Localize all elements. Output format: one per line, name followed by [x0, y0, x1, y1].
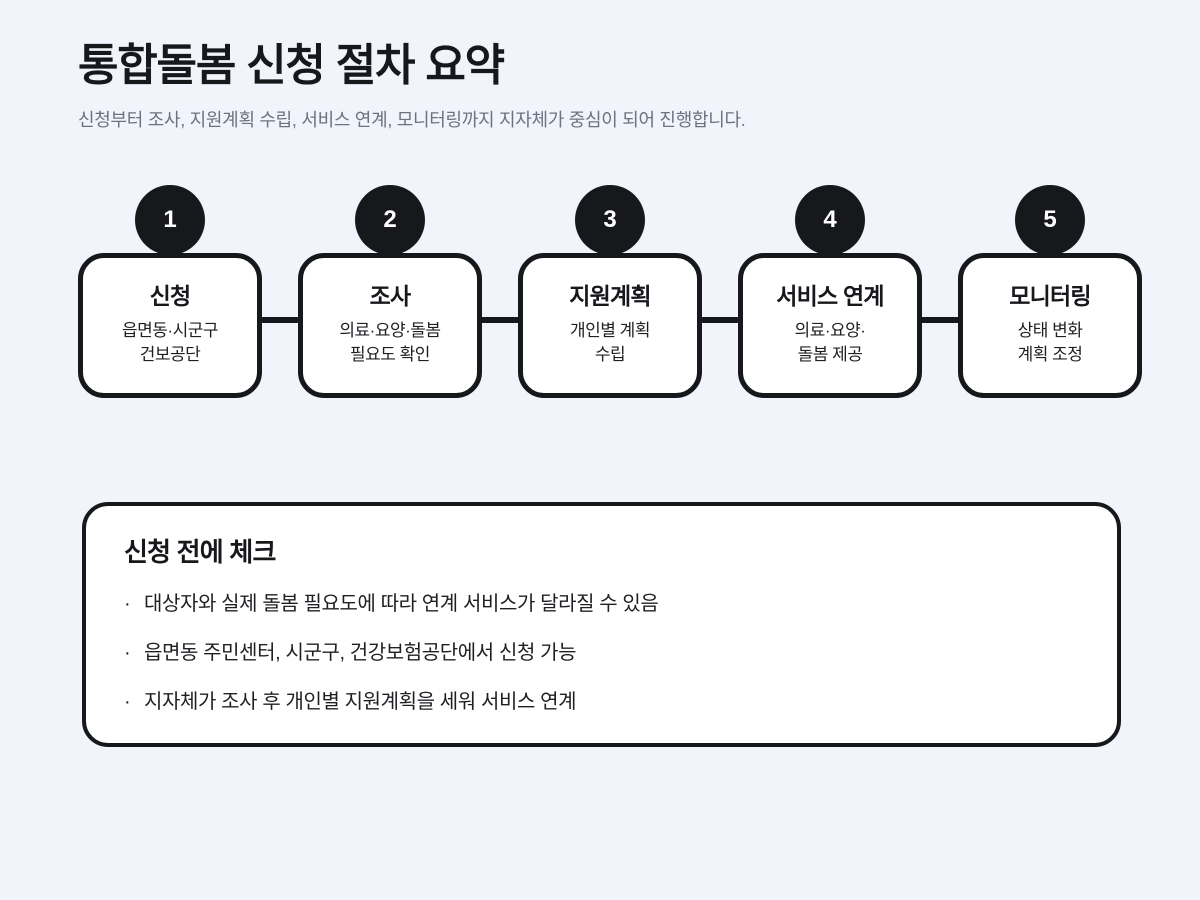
header: 통합돌봄 신청 절차 요약 신청부터 조사, 지원계획 수립, 서비스 연계, … — [78, 40, 1148, 133]
step-description-line1: 개인별 계획 — [570, 320, 650, 340]
step-description-line2: 수립 — [594, 344, 626, 364]
list-item: · 대상자와 실제 돌봄 필요도에 따라 연계 서비스가 달라질 수 있음 — [124, 591, 1079, 618]
step-description-line2: 건보공단 — [139, 344, 201, 364]
step-card[interactable]: 조사 의료·요양·돌봄 필요도 확인 — [298, 253, 482, 398]
step-number-badge: 3 — [575, 185, 645, 255]
bullet-icon: · — [124, 593, 131, 615]
step-title: 서비스 연계 — [776, 283, 884, 310]
connector-3-4 — [702, 317, 738, 323]
step-card[interactable]: 모니터링 상태 변화 계획 조정 — [958, 253, 1142, 398]
connector-4-5 — [922, 317, 958, 323]
step-number-badge: 1 — [135, 185, 205, 255]
bullet-icon: · — [124, 691, 131, 713]
step-description: 의료·요양·돌봄 필요도 확인 — [339, 319, 441, 367]
step-description: 상태 변화 계획 조정 — [1018, 319, 1083, 367]
step-number-badge: 4 — [795, 185, 865, 255]
process-flow: 1 신청 읍면동·시군구 건보공단 2 조사 의료·요양·돌봄 필요도 확인 — [78, 185, 1142, 405]
connector-1-2 — [262, 317, 298, 323]
list-item: · 읍면동 주민센터, 시군구, 건강보험공단에서 신청 가능 — [124, 640, 1079, 667]
step-description: 개인별 계획 수립 — [570, 319, 650, 367]
checklist-list: · 대상자와 실제 돌봄 필요도에 따라 연계 서비스가 달라질 수 있음 · … — [124, 591, 1079, 716]
step-title: 지원계획 — [569, 283, 651, 310]
step-description: 의료·요양· 돌봄 제공 — [795, 319, 866, 367]
connector-2-3 — [482, 317, 518, 323]
step-card[interactable]: 지원계획 개인별 계획 수립 — [518, 253, 702, 398]
list-item: · 지자체가 조사 후 개인별 지원계획을 세워 서비스 연계 — [124, 689, 1079, 716]
step-title: 신청 — [149, 283, 192, 310]
checklist-item-text: 지자체가 조사 후 개인별 지원계획을 세워 서비스 연계 — [144, 691, 577, 713]
checklist-item-text: 읍면동 주민센터, 시군구, 건강보험공단에서 신청 가능 — [144, 642, 577, 664]
step-number-badge: 2 — [355, 185, 425, 255]
bullet-icon: · — [124, 642, 131, 664]
step-description-line1: 의료·요양·돌봄 — [339, 320, 441, 340]
step-title: 모니터링 — [1009, 283, 1091, 310]
step-description-line2: 돌봄 제공 — [797, 344, 863, 364]
step-description-line1: 의료·요양· — [794, 320, 866, 340]
checklist-item-text: 대상자와 실제 돌봄 필요도에 따라 연계 서비스가 달라질 수 있음 — [144, 593, 659, 615]
step-card[interactable]: 신청 읍면동·시군구 건보공단 — [78, 253, 262, 398]
step-description-line1: 상태 변화 — [1017, 320, 1083, 340]
page-subtitle: 신청부터 조사, 지원계획 수립, 서비스 연계, 모니터링까지 지자체가 중심… — [78, 109, 746, 130]
step-description-line2: 계획 조정 — [1017, 344, 1083, 364]
step-description-line1: 읍면동·시군구 — [121, 320, 219, 340]
step-title: 조사 — [369, 283, 412, 310]
checklist-title: 신청 전에 체크 — [124, 537, 276, 567]
checklist-panel: 신청 전에 체크 · 대상자와 실제 돌봄 필요도에 따라 연계 서비스가 달라… — [82, 502, 1121, 747]
step-card[interactable]: 서비스 연계 의료·요양· 돌봄 제공 — [738, 253, 922, 398]
page-title: 통합돌봄 신청 절차 요약 — [78, 41, 505, 90]
step-description-line2: 필요도 확인 — [350, 344, 430, 364]
step-number-badge: 5 — [1015, 185, 1085, 255]
step-description: 읍면동·시군구 건보공단 — [121, 319, 219, 367]
